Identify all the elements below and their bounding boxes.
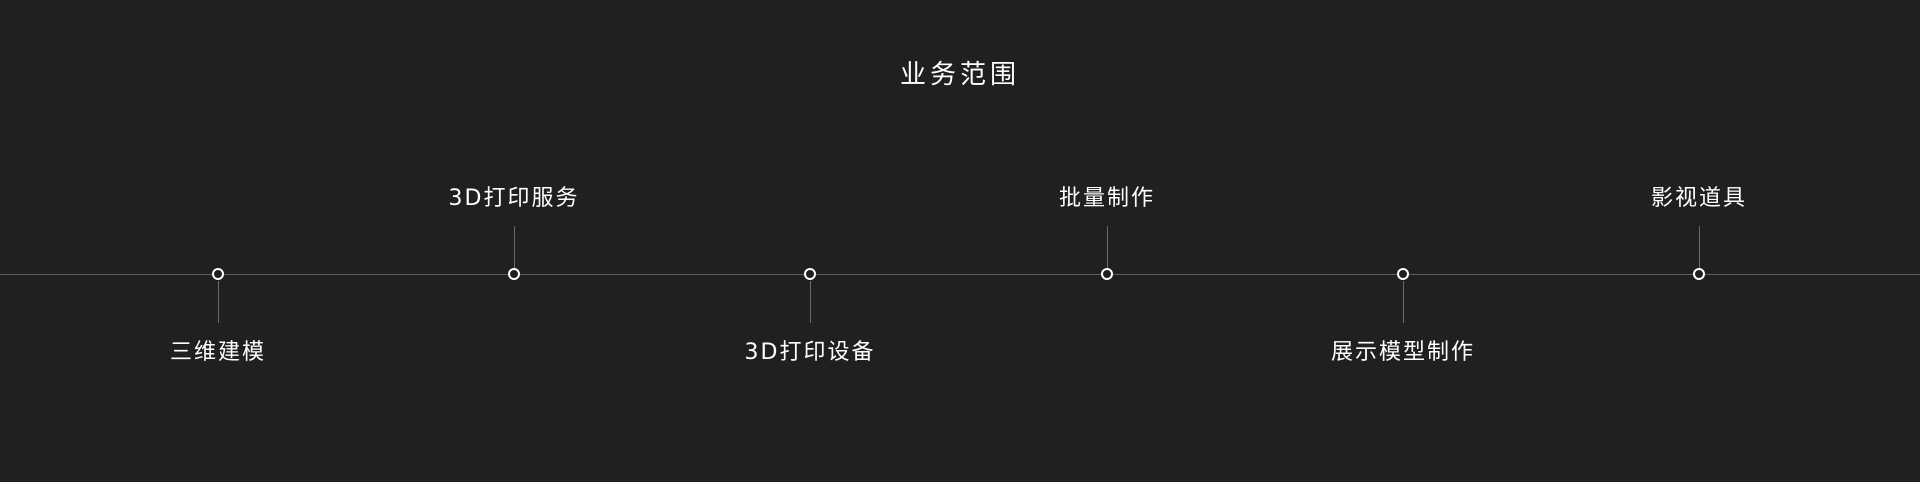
timeline-dot-icon: [804, 268, 816, 280]
timeline-dot-icon: [508, 268, 520, 280]
timeline-connector: [1698, 226, 1700, 268]
timeline-item-label: 展示模型制作: [1330, 340, 1475, 365]
timeline-dot-icon: [212, 268, 224, 280]
timeline-item-label: 三维建模: [169, 340, 266, 365]
timeline-connector: [809, 281, 811, 323]
timeline-item-label: 3D打印设备: [744, 340, 876, 365]
timeline-dot-icon: [1101, 268, 1113, 280]
timeline-dot-icon: [1397, 268, 1409, 280]
timeline-connector: [217, 281, 219, 323]
timeline-item-label: 3D打印服务: [448, 186, 580, 211]
timeline-item-label: 批量制作: [1058, 186, 1155, 211]
timeline-connector: [1402, 281, 1404, 323]
timeline-item-label: 影视道具: [1650, 186, 1747, 211]
timeline-line: [0, 274, 1920, 275]
timeline-dot-icon: [1693, 268, 1705, 280]
timeline-connector: [513, 226, 515, 268]
page-title: 业务范围: [899, 60, 1020, 90]
timeline-connector: [1106, 226, 1108, 268]
